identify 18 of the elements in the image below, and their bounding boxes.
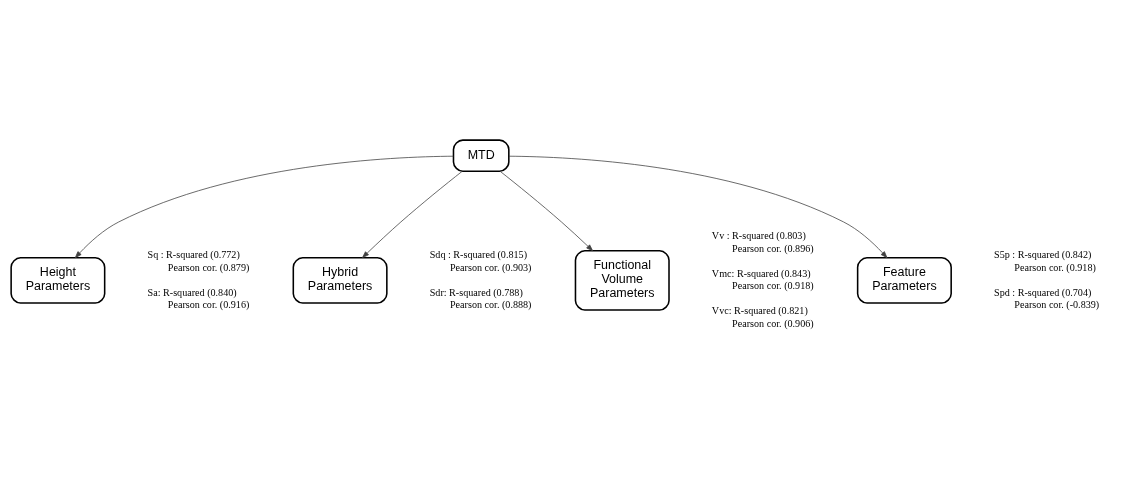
- node-box: MTD: [452, 139, 510, 173]
- node-box: Hybrid Parameters: [292, 257, 388, 304]
- arrow: [74, 155, 454, 259]
- node-label: Sq : R-squared (0.772) Pearson cor. (0.879): [147, 249, 250, 273]
- node-label: Vvc: R-squared (0.821) Pearson cor. (0.906): [711, 305, 814, 329]
- node-box: Height Parameters: [10, 257, 106, 304]
- node-box: Functional Volume Parameters: [574, 250, 670, 311]
- arrow: [362, 171, 463, 258]
- node-label: Spd : R-squared (0.704) Pearson cor. (-0.839): [994, 286, 1100, 311]
- arrow: [499, 171, 594, 252]
- node-label: Sdr: R-squared (0.788) Pearson cor. (0.888): [429, 286, 532, 311]
- node-box: Feature Parameters: [856, 257, 952, 304]
- node-label: S5p : R-squared (0.842) Pearson cor. (0.918): [994, 249, 1096, 273]
- node-label: Sdq : R-squared (0.815) Pearson cor. (0.903): [429, 249, 532, 273]
- arrow: [508, 155, 888, 259]
- node-label: Vmc: R-squared (0.843) Pearson cor. (0.918): [711, 267, 814, 292]
- node-label: Sa: R-squared (0.840) Pearson cor. (0.916): [147, 286, 250, 311]
- node-label: Vv : R-squared (0.803) Pearson cor. (0.896): [711, 230, 814, 254]
